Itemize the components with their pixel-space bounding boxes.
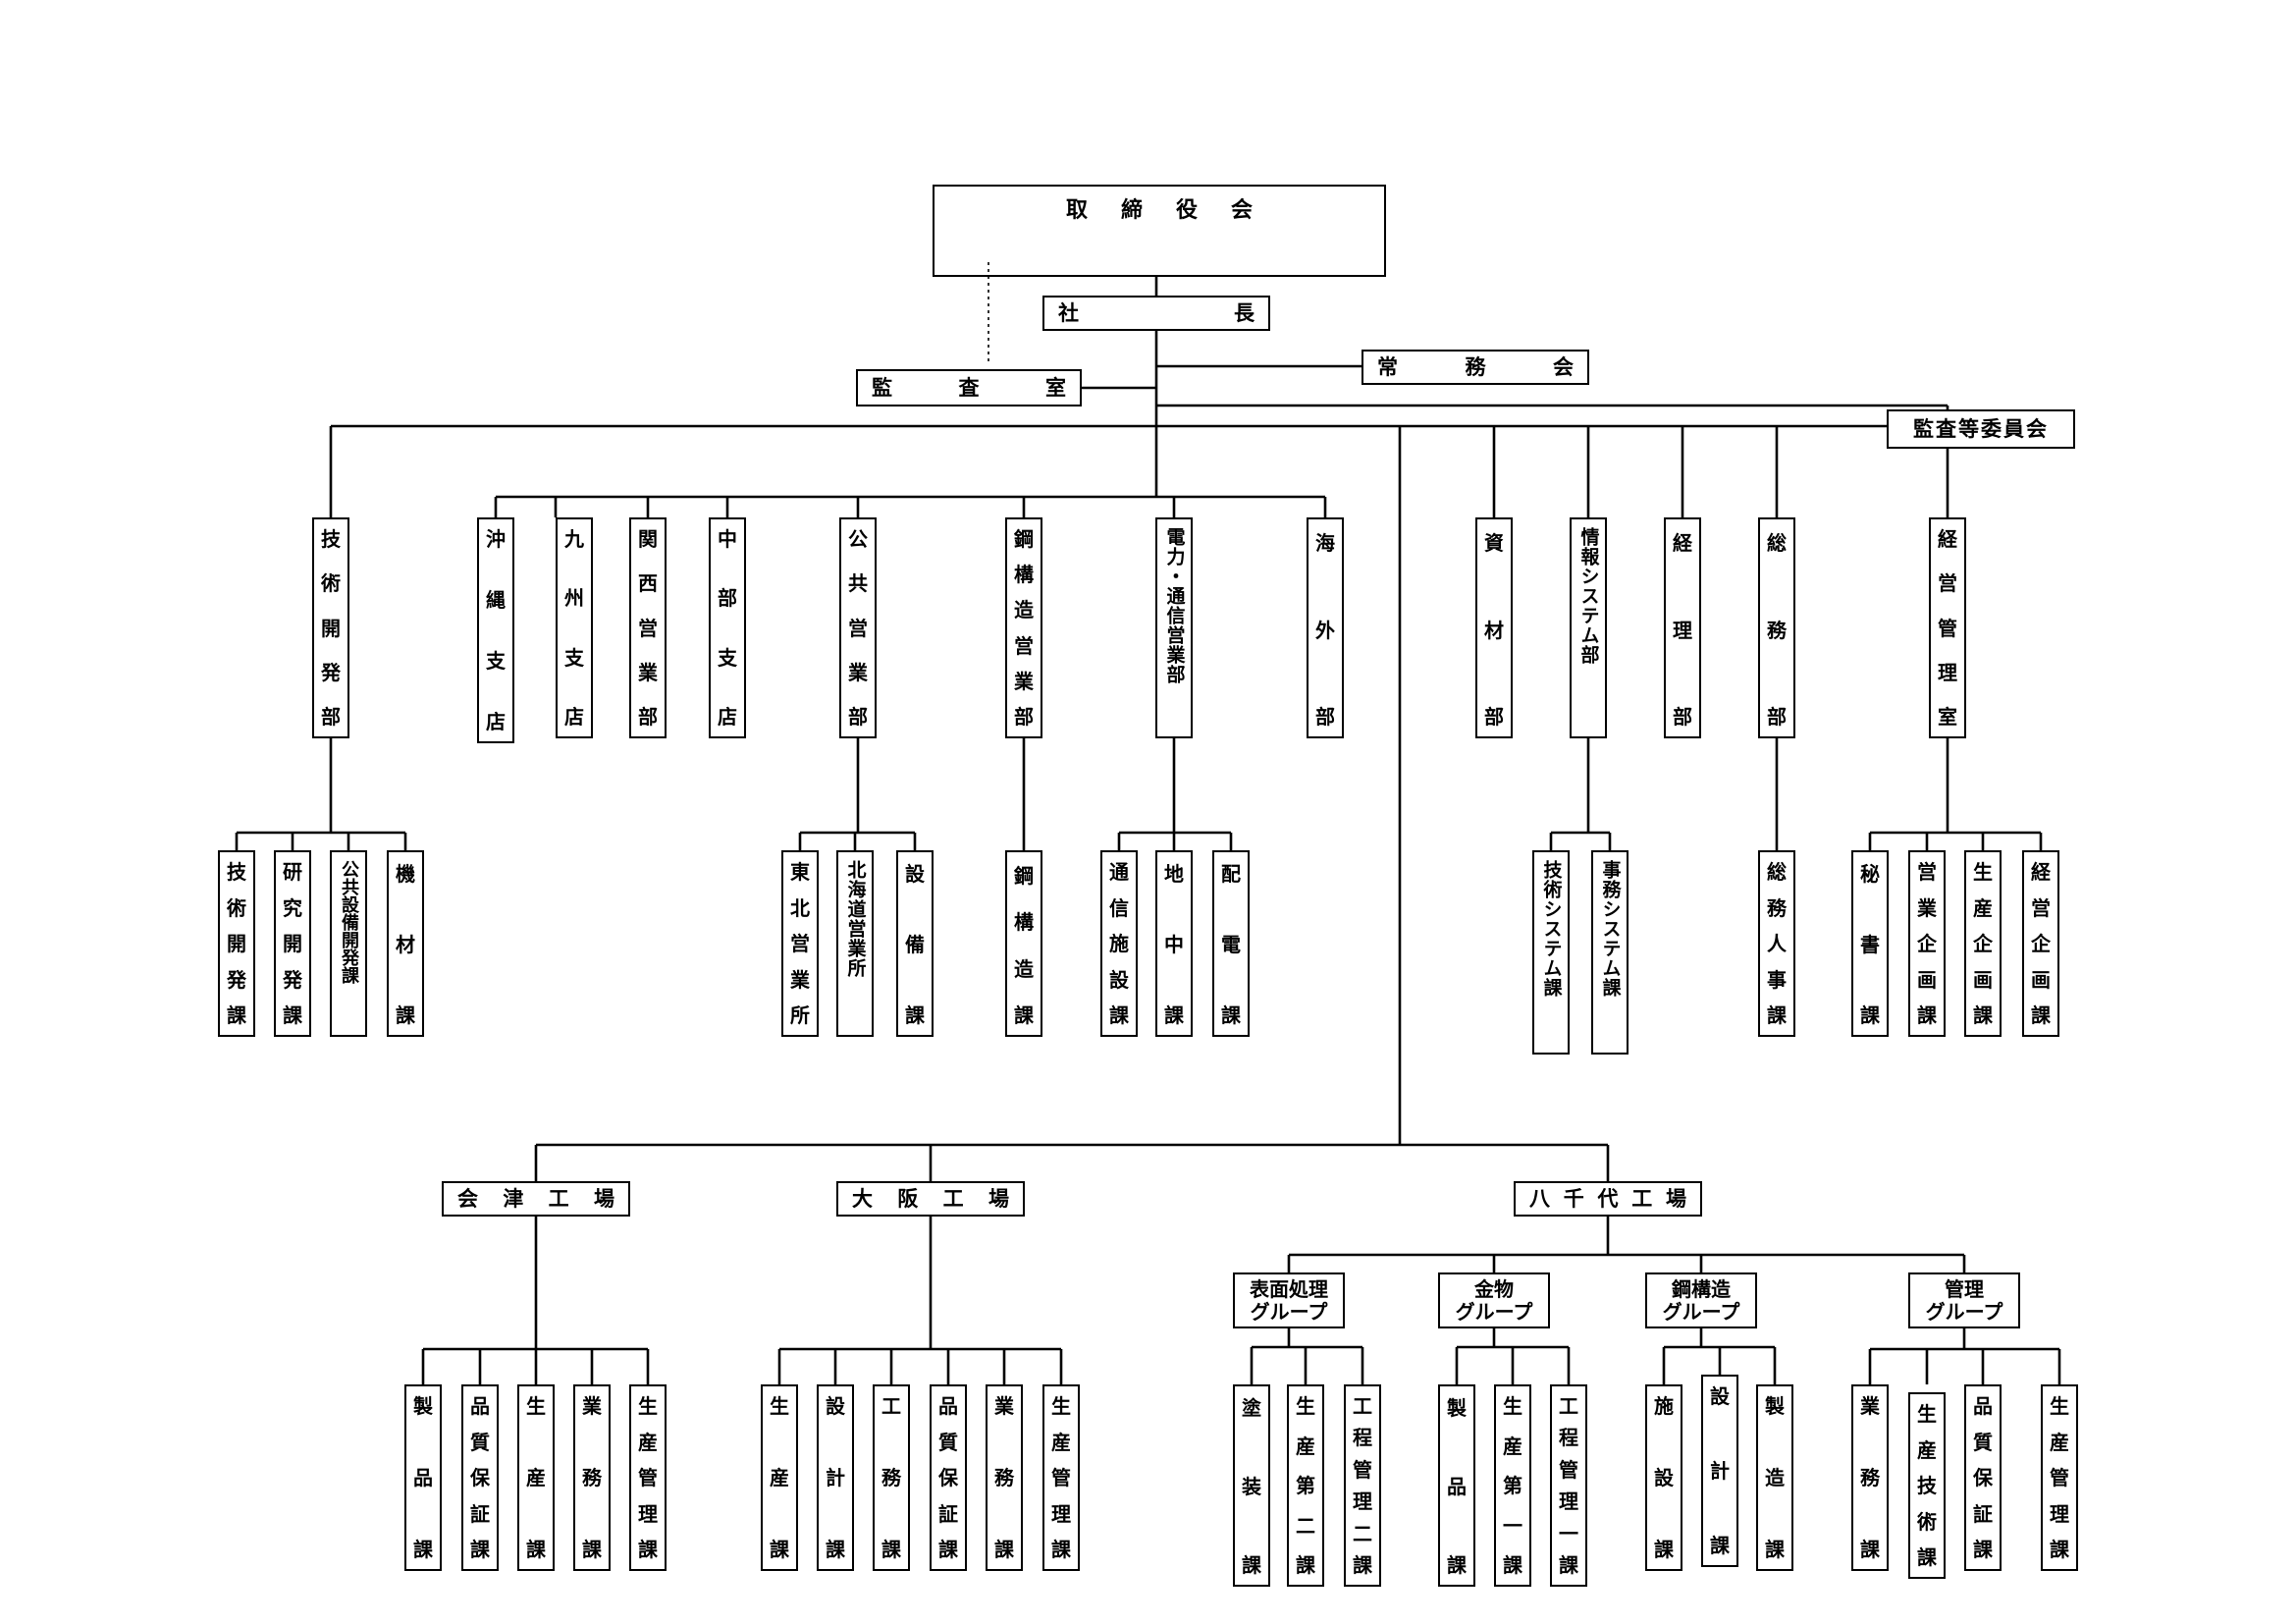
factory-osaka: 大阪工場 (836, 1181, 1025, 1217)
kanri-section-production-technology: 生産技術課 (1908, 1392, 1946, 1579)
section-telecom-facilities: 通信施設課 (1100, 850, 1138, 1037)
osaka-section-quality-assurance: 品質保証課 (930, 1384, 967, 1571)
section-tohoku-office: 東北営業所 (781, 850, 819, 1037)
dept-materials: 資材部 (1475, 517, 1513, 738)
aizu-section-products: 製品課 (404, 1384, 442, 1571)
group-surface-treatment-line2: グループ (1250, 1299, 1328, 1324)
section-general-affairs-hr: 総務人事課 (1758, 850, 1795, 1037)
dept-kansai-sales: 関西営業部 (629, 517, 667, 738)
aizu-section-operations: 業務課 (573, 1384, 611, 1571)
section-tech-development: 技術開発課 (218, 850, 255, 1037)
dept-public-sales: 公共営業部 (839, 517, 877, 738)
kokozo-section-manufacturing: 製造課 (1756, 1384, 1793, 1571)
group-steel-structure: 鋼構造 グループ (1645, 1272, 1757, 1328)
board-of-directors-label: 取締役会 (1065, 198, 1286, 223)
dept-general-affairs: 総務部 (1758, 517, 1795, 738)
group-steel-structure-line1: 鋼構造 (1672, 1276, 1731, 1301)
dept-chubu-branch: 中部支店 (709, 517, 746, 738)
section-technical-systems: 技術システム課 (1532, 850, 1570, 1055)
section-secretary: 秘書課 (1851, 850, 1889, 1037)
dept-steel-structure-sales: 鋼構造営業部 (1005, 517, 1042, 738)
osaka-section-production-control: 生産管理課 (1042, 1384, 1080, 1571)
group-management-line1: 管理 (1945, 1276, 1984, 1301)
factory-yachiyo: 八千代工場 (1514, 1181, 1702, 1217)
section-equipment: 機材課 (387, 850, 424, 1037)
section-underground: 地中課 (1155, 850, 1193, 1037)
kokozo-section-facilities: 施設課 (1645, 1384, 1682, 1571)
section-public-equipment-dev: 公共設備開発課 (330, 850, 367, 1037)
kokozo-section-design: 設計課 (1701, 1375, 1738, 1567)
section-research-development: 研究開発課 (274, 850, 311, 1037)
group-hardware: 金物 グループ (1438, 1272, 1550, 1328)
section-management-planning: 経営企画課 (2022, 850, 2059, 1037)
dept-tech-development: 技術開発部 (312, 517, 349, 738)
group-surface-treatment-line1: 表面処理 (1250, 1276, 1328, 1301)
board-of-directors-box: 取締役会 監査等委員会 (933, 185, 2075, 449)
kanamono-section-process-control-1: 工程管理一課 (1550, 1384, 1587, 1587)
group-steel-structure-line2: グループ (1662, 1299, 1740, 1324)
section-sales-planning: 営業企画課 (1908, 850, 1946, 1037)
kanri-section-operations: 業務課 (1851, 1384, 1889, 1571)
group-management-line2: グループ (1925, 1299, 2003, 1324)
kanamono-section-production-1: 生産第一課 (1494, 1384, 1531, 1587)
section-hokkaido-office: 北海道営業所 (836, 850, 874, 1037)
section-distribution: 配電課 (1212, 850, 1250, 1037)
osaka-section-operations: 業務課 (986, 1384, 1023, 1571)
kanri-section-production-control: 生産管理課 (2041, 1384, 2078, 1571)
group-hardware-line2: グループ (1455, 1299, 1533, 1324)
dept-information-systems: 情報システム部 (1570, 517, 1607, 738)
group-management: 管理 グループ (1908, 1272, 2020, 1328)
hyomen-section-production-2: 生産第二課 (1287, 1384, 1324, 1587)
audit-committee-box: 監査等委員会 (1887, 409, 2075, 449)
dept-overseas: 海外部 (1307, 517, 1344, 738)
aizu-section-production-control: 生産管理課 (629, 1384, 667, 1571)
osaka-section-production: 生産課 (761, 1384, 798, 1571)
factory-aizu: 会津工場 (442, 1181, 630, 1217)
osaka-section-design: 設計課 (817, 1384, 854, 1571)
executive-committee-box: 常務会 (1362, 350, 1589, 385)
group-hardware-line1: 金物 (1474, 1276, 1514, 1301)
kanri-section-quality-assurance: 品質保証課 (1964, 1384, 2002, 1571)
kanamono-section-products: 製品課 (1438, 1384, 1475, 1587)
aizu-section-quality-assurance: 品質保証課 (461, 1384, 499, 1571)
group-surface-treatment: 表面処理 グループ (1233, 1272, 1345, 1328)
section-office-systems: 事務システム課 (1591, 850, 1629, 1055)
section-facilities: 設備課 (896, 850, 934, 1037)
dept-okinawa-branch: 沖縄支店 (477, 517, 514, 743)
audit-office-box: 監査室 (856, 369, 1082, 406)
dept-accounting: 経理部 (1664, 517, 1701, 738)
hyomen-section-process-control-2: 工程管理二課 (1344, 1384, 1381, 1587)
dept-management-office: 経営管理室 (1929, 517, 1966, 738)
hyomen-section-painting: 塗装課 (1233, 1384, 1270, 1587)
aizu-section-production: 生産課 (517, 1384, 555, 1571)
dept-power-telecom-sales: 電力・通信営業部 (1155, 517, 1193, 738)
president-box: 社長 (1042, 296, 1270, 331)
osaka-section-engineering: 工務課 (873, 1384, 910, 1571)
dept-kyushu-branch: 九州支店 (556, 517, 593, 738)
section-production-planning: 生産企画課 (1964, 850, 2002, 1037)
section-steel-structure: 鋼構造課 (1005, 850, 1042, 1037)
